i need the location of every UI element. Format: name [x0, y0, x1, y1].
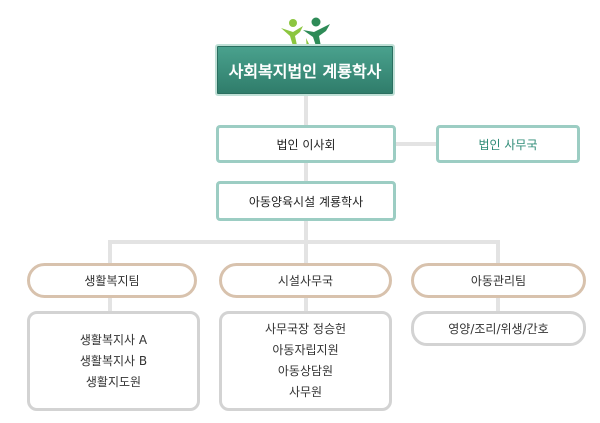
team-childcare-members: 영양/조리/위생/간호 [411, 311, 586, 346]
facility-box: 아동양육시설 계룡학사 [216, 181, 396, 221]
team-childcare-box: 아동관리팀 [411, 263, 586, 298]
member-item: 영양/조리/위생/간호 [448, 322, 549, 336]
member-item: 생활지도원 [85, 374, 142, 389]
root-org-label: 사회복지법인 계룡학사 [228, 62, 382, 81]
member-item: 아동상담원 [277, 364, 334, 378]
team-welfare-members: 생활복지사 A 생활복지사 B 생활지도원 [27, 311, 200, 411]
connector-branch-team2 [304, 240, 308, 266]
member-item: 사무국장 정승헌 [264, 322, 347, 336]
team-welfare-label: 생활복지팀 [84, 274, 140, 288]
connector-root-board [304, 94, 308, 128]
team-childcare-label: 아동관리팀 [470, 274, 527, 288]
board-label: 법인 이사회 [276, 137, 336, 152]
secretariat-label: 법인 사무국 [478, 137, 538, 152]
connector-branch-team1 [108, 240, 112, 266]
connector-team2-members [304, 296, 308, 314]
team-office-members: 사무국장 정승헌 아동자립지원 아동상담원 사무원 [219, 311, 392, 411]
member-item: 생활복지사 B [79, 353, 148, 368]
team-office-box: 시설사무국 [219, 263, 392, 298]
connector-team3-members [496, 296, 500, 314]
connector-board-secretariat [394, 142, 438, 146]
team-office-label: 시설사무국 [277, 274, 334, 288]
board-box: 법인 이사회 [216, 125, 396, 163]
connector-facility-branch [304, 220, 308, 242]
team-welfare-box: 생활복지팀 [27, 263, 197, 298]
secretariat-box: 법인 사무국 [436, 125, 580, 163]
member-item: 아동자립지원 [272, 343, 339, 357]
connector-branch-team3 [496, 240, 500, 266]
member-item: 생활복지사 A [79, 332, 148, 347]
connector-team1-members [108, 296, 112, 314]
root-org-box: 사회복지법인 계룡학사 [215, 44, 395, 96]
people-figures-logo-icon [276, 16, 336, 54]
member-item: 사무원 [288, 385, 323, 399]
facility-label: 아동양육시설 계룡학사 [248, 194, 364, 209]
connector-board-facility [304, 162, 308, 184]
